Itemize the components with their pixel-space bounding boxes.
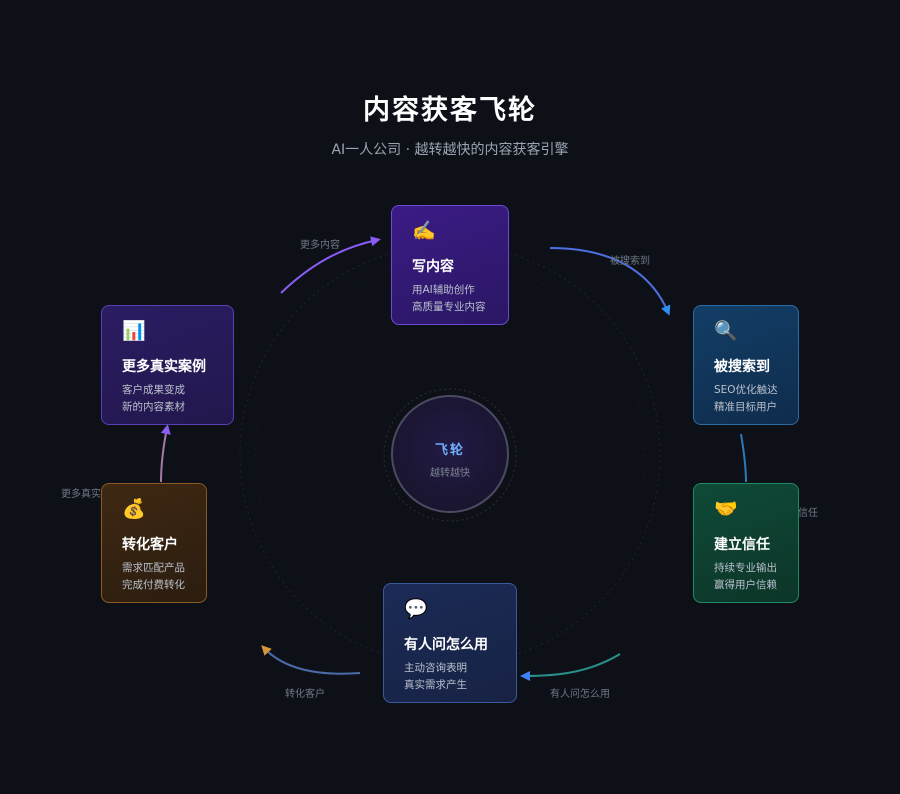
arrow-label-more-content: 更多内容 (300, 240, 340, 251)
node-desc-line: 高质量专业内容 (412, 301, 486, 313)
arrow-label-ask: 有人问怎么用 (550, 689, 610, 700)
bar-chart-icon: 📊 (122, 320, 146, 342)
node-title: 建立信任 (714, 537, 770, 553)
node-more-cases: 📊 更多真实案例 客户成果变成 新的内容素材 (101, 305, 234, 425)
node-desc-line: 主动咨询表明 (404, 662, 467, 674)
node-description: 主动咨询表明 真实需求产生 (404, 660, 496, 694)
diagram-subtitle: AI一人公司 · 越转越快的内容获客引擎 (331, 142, 569, 158)
node-description: 用AI辅助创作 高质量专业内容 (412, 282, 488, 316)
node-title: 写内容 (412, 259, 454, 275)
node-description: SEO优化触达 精准目标用户 (714, 382, 778, 416)
flywheel-hub: 飞轮 越转越快 (391, 395, 509, 513)
node-desc-line: 新的内容素材 (122, 401, 185, 413)
node-desc-line: 精准目标用户 (714, 401, 777, 413)
hub-ring (383, 388, 517, 522)
node-desc-line: 赢得用户信赖 (714, 579, 777, 591)
node-get-searched: 🔍 被搜索到 SEO优化触达 精准目标用户 (693, 305, 799, 425)
node-desc-line: 用AI辅助创作 (412, 284, 475, 296)
handshake-icon: 🤝 (714, 498, 738, 520)
node-write-content: ✍️ 写内容 用AI辅助创作 高质量专业内容 (391, 205, 509, 325)
arrow-ask-to-convert (261, 645, 361, 675)
node-desc-line: 真实需求产生 (404, 679, 467, 691)
arrow-label-convert: 转化客户 (285, 689, 325, 700)
arrow-convert-to-cases (160, 424, 171, 483)
node-title: 转化客户 (122, 537, 178, 553)
node-someone-asks: 💬 有人问怎么用 主动咨询表明 真实需求产生 (383, 583, 517, 703)
hub-title: 飞轮 (434, 443, 465, 458)
node-title: 有人问怎么用 (404, 637, 488, 653)
magnifier-icon: 🔍 (714, 320, 738, 342)
arrow-label-cases: 更多真实案例 (61, 489, 121, 500)
node-title: 被搜索到 (714, 359, 770, 375)
node-desc-line: 需求匹配产品 (122, 562, 185, 574)
arrow-search-to-trust (740, 433, 747, 483)
node-desc-line: SEO优化触达 (714, 384, 778, 396)
arrow-trust-to-ask (520, 653, 621, 681)
node-title: 更多真实案例 (122, 359, 206, 375)
outer-ring (239, 244, 661, 666)
arrow-write-to-search (549, 247, 671, 316)
node-description: 持续专业输出 赢得用户信赖 (714, 560, 778, 594)
writing-hand-icon: ✍️ (412, 220, 436, 242)
diagram-title: 内容获客飞轮 (363, 95, 537, 126)
node-description: 需求匹配产品 完成付费转化 (122, 560, 186, 594)
node-description: 客户成果变成 新的内容素材 (122, 382, 213, 416)
money-bag-icon: 💰 (122, 498, 146, 520)
node-desc-line: 持续专业输出 (714, 562, 777, 574)
node-desc-line: 客户成果变成 (122, 384, 185, 396)
hub-subtitle: 越转越快 (430, 468, 470, 479)
node-build-trust: 🤝 建立信任 持续专业输出 赢得用户信赖 (693, 483, 799, 603)
node-convert-customer: 💰 转化客户 需求匹配产品 完成付费转化 (101, 483, 207, 603)
node-desc-line: 完成付费转化 (122, 579, 185, 591)
arrow-label-search: 被搜索到 (610, 256, 650, 267)
speech-bubble-icon: 💬 (404, 598, 428, 620)
arrow-cases-to-write (280, 236, 381, 294)
